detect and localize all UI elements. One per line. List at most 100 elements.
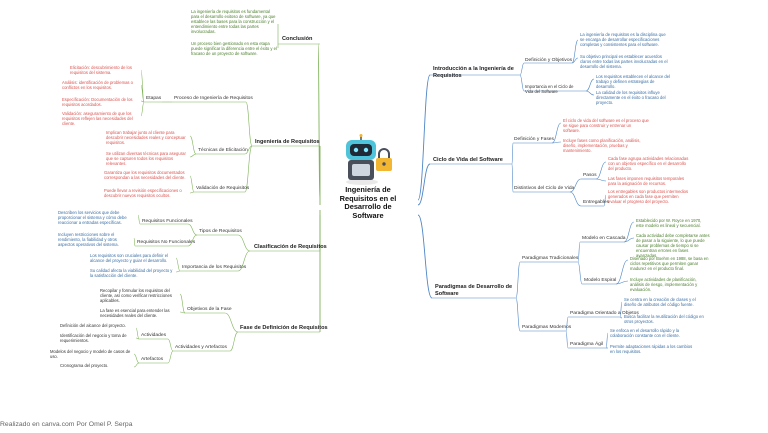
- connector-line: [569, 178, 582, 193]
- branch-ingenieria: Ingeniería de Requisitos: [255, 139, 320, 145]
- connector-line: [237, 250, 251, 272]
- connector-line: [135, 337, 140, 340]
- node-actividades: Actividades: [141, 333, 167, 338]
- agil-2: Permite adaptaciones rápidas a los cambi…: [610, 344, 693, 355]
- connector-line: [595, 178, 607, 182]
- objetivo-1: Recopilar y formular los requisitos del …: [100, 288, 172, 304]
- node-definicion-fases: Definición y Fases: [514, 137, 554, 142]
- branch-conclusion: Conclusión: [282, 36, 313, 42]
- connector-line: [167, 350, 174, 364]
- connector-line: [187, 234, 198, 247]
- central-topic-line: Requisitos en el: [339, 193, 397, 203]
- node-cascada: Modelo en Cascada: [582, 236, 626, 241]
- connector-line: [603, 194, 607, 207]
- pasos-1: Cada fase agrupa actividades relacionada…: [608, 156, 689, 172]
- connector-line: [189, 153, 197, 158]
- node-objetivos: Objetivos de la Fase: [187, 307, 232, 312]
- connector-line: [133, 353, 140, 364]
- node-tecnicas: Técnicas de Elicitación: [198, 148, 248, 153]
- connector-line: [585, 90, 595, 96]
- connector-line: [619, 316, 623, 319]
- connector-line: [605, 332, 609, 349]
- connector-line: [615, 259, 629, 285]
- connector-line: [515, 297, 521, 332]
- connector-line: [140, 101, 145, 117]
- connector-line: [417, 163, 431, 206]
- branch-paradigmas: Paradigmas de Desarrollo de Software: [435, 284, 513, 297]
- poo-1: Se centra en la creación de clases y el …: [624, 297, 696, 308]
- connector-line: [511, 142, 514, 165]
- branch-fase: Fase de Definición de Requisitos: [240, 325, 328, 331]
- connector-line: [179, 311, 186, 314]
- actividad-2: Identificación del negocio y toma de req…: [60, 333, 127, 344]
- connector-line: [417, 214, 433, 299]
- node-artefactos: Artefactos: [141, 357, 164, 362]
- connector-line: [571, 57, 579, 64]
- connector-line: [585, 78, 595, 92]
- espiral-1: Diseñado por Boehm en 1988, se basa en c…: [630, 256, 709, 272]
- validacion-2: Puede llevar a revisión especificaciones…: [104, 188, 182, 199]
- connector-line: [140, 84, 145, 103]
- connector-line: [167, 338, 174, 352]
- connector-line: [417, 74, 431, 201]
- connector-line: [224, 312, 239, 333]
- etapa-2: Análisis: identificación de problemas o …: [62, 80, 133, 91]
- node-importancia: Importancia de los Requisitos: [182, 265, 247, 270]
- connector-line: [187, 223, 198, 236]
- connector-line: [577, 261, 583, 285]
- central-topic-line: Software: [352, 210, 384, 220]
- connector-line: [244, 145, 253, 193]
- connector-line: [551, 141, 562, 144]
- node-pasos: Pasos: [583, 173, 597, 178]
- etapa-1: Elicitación: descubrimiento de los requi…: [70, 65, 132, 76]
- etapa-3: Especificación: Documentación de los req…: [62, 97, 133, 108]
- connector-line: [515, 261, 521, 299]
- node-modernos: Paradigmas Modernos: [522, 325, 572, 330]
- intro-def-1: La ingeniería de requisitos es la discip…: [580, 32, 666, 48]
- connector-line: [595, 161, 607, 180]
- connector-line: [623, 237, 635, 243]
- connector-line: [237, 234, 251, 252]
- objetivo-2: La fase es esencial para entender las ne…: [100, 308, 170, 319]
- node-tradicionales: Paradigmas Tradicionales: [522, 256, 579, 261]
- actividad-1: Definición del alcance del proyecto.: [60, 323, 126, 328]
- branch-introduccion: Introducción a la Ingeniería de Requisit…: [433, 66, 514, 79]
- intro-imp-2: La calidad de los requisitos influye dir…: [596, 90, 666, 106]
- funcionales-text: Describen los servicios que debe proporc…: [58, 210, 127, 226]
- tecnica-2: Se utilizan diversas técnicas para asegu…: [106, 151, 186, 167]
- connector-line: [519, 74, 525, 92]
- node-espiral: Modelo Espiral: [584, 278, 617, 283]
- espiral-2: Incluye actividades de planificación, an…: [630, 277, 698, 293]
- connector-line: [569, 191, 582, 207]
- intro-imp-1: Los requisitos establecen el alcance del…: [596, 74, 671, 90]
- node-definicion-objetivos: Definición y Objetivos: [525, 58, 573, 63]
- node-no-funcionales: Requisitos No Funcionales: [137, 240, 196, 245]
- node-proceso: Proceso de Ingeniería de Requisitos: [174, 96, 253, 101]
- connector-line: [245, 101, 253, 147]
- artefacto-1: Modelos del negocio y modelo de casos de…: [50, 349, 131, 360]
- connector-line: [133, 362, 140, 368]
- entregables-text: Los entregables son productos intermedio…: [608, 189, 689, 205]
- importancia-1: Los requisitos son cruciales para defini…: [90, 253, 168, 264]
- cascada-2: Cada actividad debe completarse antes de…: [636, 233, 710, 259]
- pasos-2: Las fases imponen requisitos temporales …: [608, 176, 685, 187]
- node-entregables: Entregables: [583, 200, 610, 205]
- ciclo-def-1: El ciclo de vida del software es el proc…: [563, 118, 649, 134]
- connector-line: [565, 330, 569, 349]
- tecnica-1: Implican trabajar junto al cliente para …: [106, 130, 186, 146]
- central-topic-line: Desarrollo de: [344, 202, 392, 212]
- node-actividades-artefactos: Actividades y Artefactos: [175, 345, 227, 350]
- importancia-2: Su calidad afecta la viabilidad del proy…: [90, 268, 173, 279]
- intro-def-2: Su objetivo principal es establecer acue…: [580, 54, 668, 70]
- connector-line: [619, 301, 623, 318]
- artefacto-2: Cronograma del proyecto.: [60, 363, 109, 368]
- connector-line: [571, 39, 579, 64]
- connector-line: [623, 221, 635, 243]
- central-topic-line: Ingeniería de: [345, 185, 391, 194]
- connector-line: [615, 280, 629, 285]
- node-importancia-ciclo: Importancia en el Ciclo de Vida del Soft…: [525, 84, 574, 95]
- conclusion-text-2: Un proceso bien gestionado en esta etapa…: [191, 41, 277, 57]
- node-distintivos: Distintivos del Ciclo de Vida: [514, 186, 575, 191]
- connector-line: [551, 122, 562, 144]
